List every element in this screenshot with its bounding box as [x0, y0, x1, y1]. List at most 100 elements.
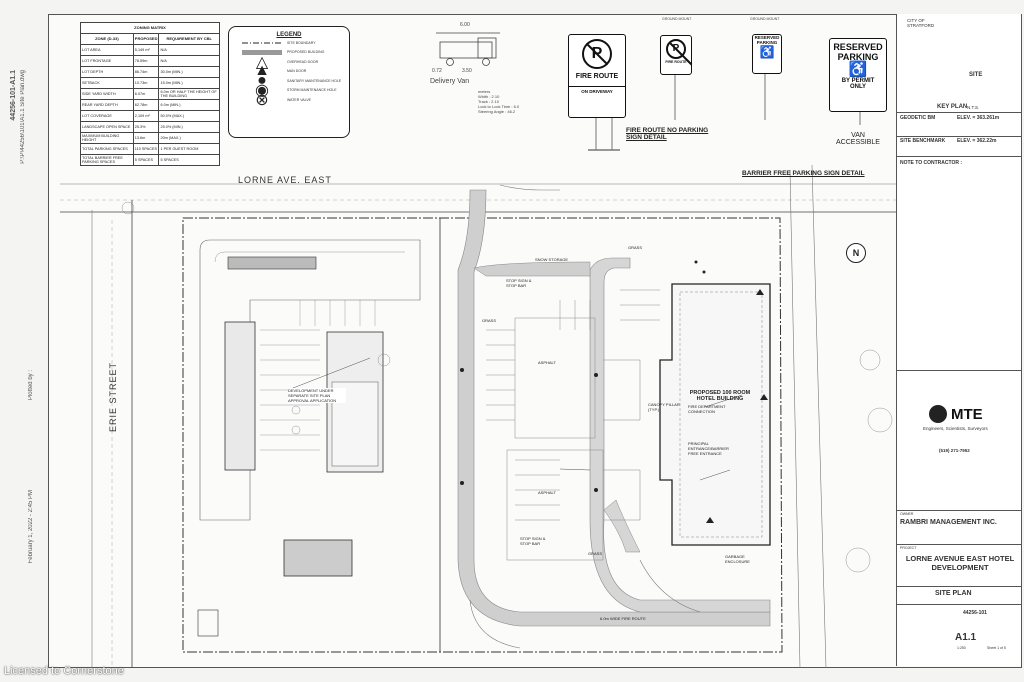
- van-spec: meters: [478, 89, 491, 94]
- asphalt-label-2: ASPHALT: [538, 490, 556, 495]
- zoning-header: PROPOSED: [132, 33, 160, 45]
- zoning-title: ZONING MATRIX: [80, 22, 220, 34]
- van-accessible-label: VAN ACCESSIBLE: [836, 132, 880, 146]
- zoning-header: ZONE (D-33): [80, 33, 134, 45]
- table-cell: 15.0m (MIN.): [158, 77, 220, 89]
- table-cell: LOT COVERAGE: [80, 110, 134, 122]
- table-cell: N/A: [158, 44, 220, 56]
- entrance-label: PRINCIPAL ENTRANCE/BARRIER FREE ENTRANCE: [688, 441, 729, 456]
- zoning-matrix-table: ZONING MATRIX ZONE (D-33) PROPOSED REQUI…: [80, 22, 220, 166]
- stop-sign-label-2: STOP SIGN & STOP BAR: [520, 536, 546, 546]
- development-note: DEVELOPMENT UNDER SEPARATE SITE PLAN APP…: [288, 388, 346, 403]
- wheelchair-icon: ♿: [759, 45, 775, 59]
- van-label: Delivery Van: [430, 78, 470, 85]
- small-no-parking-sign: P FIRE ROUTE: [660, 35, 692, 75]
- van-spec: Width : 2.10: [478, 94, 500, 99]
- divider: [897, 586, 1021, 587]
- no-parking-icon: P: [666, 39, 686, 59]
- erie-street-label: ERIE STREET: [108, 361, 118, 432]
- owner-name: RAMBRI MANAGEMENT INC.: [900, 519, 997, 526]
- grass-label-2: GRASS: [482, 318, 497, 323]
- van-specs: meters Width : 2.10 Track : 2.10 Lock to…: [478, 89, 519, 114]
- table-cell: 2,109 m²: [132, 110, 160, 122]
- reserved-parking-sign: RESERVED PARKING ♿ BY PERMIT ONLY: [829, 38, 887, 112]
- contractor-note: NOTE TO CONTRACTOR :: [900, 160, 963, 166]
- drawing-title: SITE PLAN: [935, 590, 972, 597]
- by-permit-text: BY PERMIT: [841, 78, 875, 84]
- mte-logo: MTE: [951, 406, 983, 423]
- legend-label: PROPOSED BUILDING: [287, 50, 325, 55]
- van-spec: Steering Angle : 46.2: [478, 109, 516, 114]
- mte-logo-icon: [929, 405, 947, 423]
- ground-mount-label-2: GROUND MOUNT: [750, 17, 780, 21]
- van-spec: Track : 2.10: [478, 99, 499, 104]
- sheet-number: A1.1: [955, 632, 977, 643]
- table-cell: SIDE YARD WIDTH: [80, 88, 134, 100]
- key-plan-scale: N.T.S.: [967, 105, 980, 110]
- divider: [897, 604, 1021, 605]
- table-cell: 13.6m: [132, 132, 160, 144]
- wheelchair-icon: ♿: [848, 61, 868, 78]
- circle-icon: ◉: [255, 82, 269, 100]
- lorne-ave-label: LORNE AVE. EAST: [238, 175, 332, 185]
- title-block: CITY OF STRATFORD SITE KEY PLAN N.T.S. G…: [896, 14, 1021, 666]
- table-cell: 20m (MAX.): [158, 132, 220, 144]
- project-name: LORNE AVENUE EAST HOTEL DEVELOPMENT: [905, 554, 1015, 572]
- fire-connection-label: FIRE DEPARTMENT CONNECTION: [688, 404, 726, 414]
- zoning-header: REQUIREMENT BY CBL: [158, 33, 220, 45]
- legend-title: LEGEND: [276, 32, 302, 38]
- grass-label: GRASS: [628, 245, 643, 250]
- divider: [897, 156, 1021, 157]
- legend-box: LEGEND SITE BOUNDARY PROPOSED BUILDING △…: [228, 26, 350, 138]
- owner-label: OWNER: [900, 512, 914, 516]
- table-cell: 25.0% (MIN.): [158, 121, 220, 133]
- van-dim-top: 6.00: [460, 22, 470, 28]
- valve-icon: ⊗: [255, 91, 269, 109]
- table-cell: 6.0m (MIN.): [158, 99, 220, 111]
- on-driveway-text: ON DRIVEWAY: [569, 86, 625, 94]
- table-cell: 78.59m: [132, 55, 160, 67]
- north-arrow-icon: N: [846, 243, 866, 263]
- legend-item: ⊗ WATER VALVE: [229, 92, 349, 109]
- divider: [897, 544, 1021, 545]
- legend-label: MAN DOOR: [287, 69, 307, 74]
- table-cell: 10.73m: [132, 77, 160, 89]
- table-cell: 50.0% (MAX.): [158, 110, 220, 122]
- garbage-label: GARBAGE ENCLOSURE: [725, 554, 750, 564]
- van-dim-a: 0.72: [432, 68, 442, 74]
- legend-label: WATER VALVE: [287, 97, 311, 102]
- key-site: SITE: [969, 72, 983, 78]
- scale-value: 1:250: [957, 646, 966, 650]
- table-cell: REAR YARD DEPTH: [80, 99, 134, 111]
- key-city: CITY OF STRATFORD: [907, 18, 935, 28]
- small-reserved-sign: RESERVED PARKING ♿: [752, 34, 782, 74]
- table-cell: TOTAL PARKING SPACES: [80, 143, 134, 155]
- canopy-label: CANOPY PILLAR (TYP.): [648, 402, 680, 412]
- divider: [897, 510, 1021, 511]
- table-cell: 1 PER GUEST ROOM: [158, 143, 220, 155]
- table-cell: TOTAL BARRIER FREE PARKING SPACES: [80, 154, 134, 166]
- parking-text: PARKING: [837, 52, 879, 62]
- small-parking-text: PARKING: [756, 40, 778, 45]
- snow-storage-label: SNOW STORAGE: [535, 257, 569, 262]
- van-dim-b: 3.50: [462, 68, 472, 74]
- van-spec: Lock to Lock Time : 6.0: [478, 104, 520, 109]
- stop-sign-label: STOP SIGN & STOP BAR: [506, 278, 532, 288]
- legend-item: SITE BOUNDARY: [229, 38, 349, 48]
- table-cell: MAXIMUM BUILDING HEIGHT: [80, 132, 134, 144]
- filled-triangle-icon: ▲: [254, 62, 270, 80]
- legend-item: △OVERHEAD DOOR: [229, 54, 349, 71]
- project-label: PROJECT: [900, 546, 917, 550]
- barrier-free-caption: BARRIER FREE PARKING SIGN DETAIL: [742, 170, 865, 177]
- mte-phone: (519) 271-7952: [939, 448, 970, 453]
- fire-route-sign: P FIRE ROUTE ON DRIVEWAY: [568, 34, 626, 118]
- geodetic-elev: ELEV. = 363.261m: [957, 115, 1000, 121]
